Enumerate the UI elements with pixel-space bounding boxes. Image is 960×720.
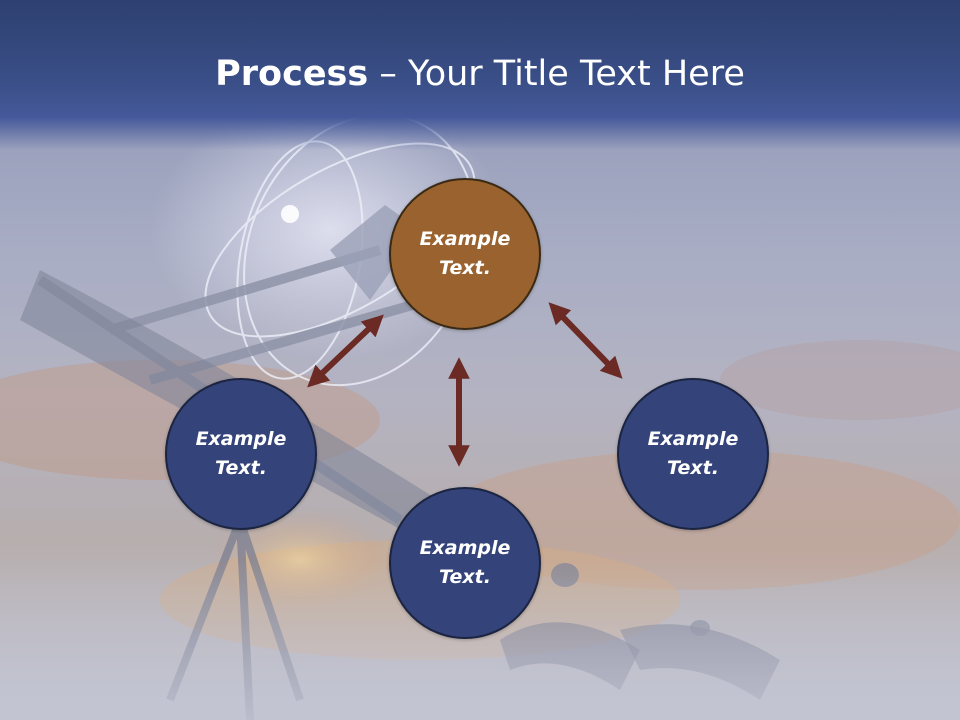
node-right-line2: Text. (667, 457, 719, 479)
node-bottom-line1: Example (419, 537, 511, 559)
process-node-right[interactable]: Example Text. (617, 378, 769, 530)
node-bottom-line2: Text. (439, 566, 491, 588)
title-strong: Process (215, 54, 369, 94)
node-left-line1: Example (195, 428, 287, 450)
node-right-line1: Example (647, 428, 739, 450)
node-left-line2: Text. (215, 457, 267, 479)
node-top-line2: Text. (439, 257, 491, 279)
title-bar: Process – Your Title Text Here (0, 0, 960, 150)
process-node-bottom[interactable]: Example Text. (389, 487, 541, 639)
process-node-top[interactable]: Example Text. (389, 178, 541, 330)
process-node-left[interactable]: Example Text. (165, 378, 317, 530)
slide-title: Process – Your Title Text Here (0, 50, 960, 98)
title-rest: – Your Title Text Here (368, 54, 745, 94)
node-top-line1: Example (419, 228, 511, 250)
